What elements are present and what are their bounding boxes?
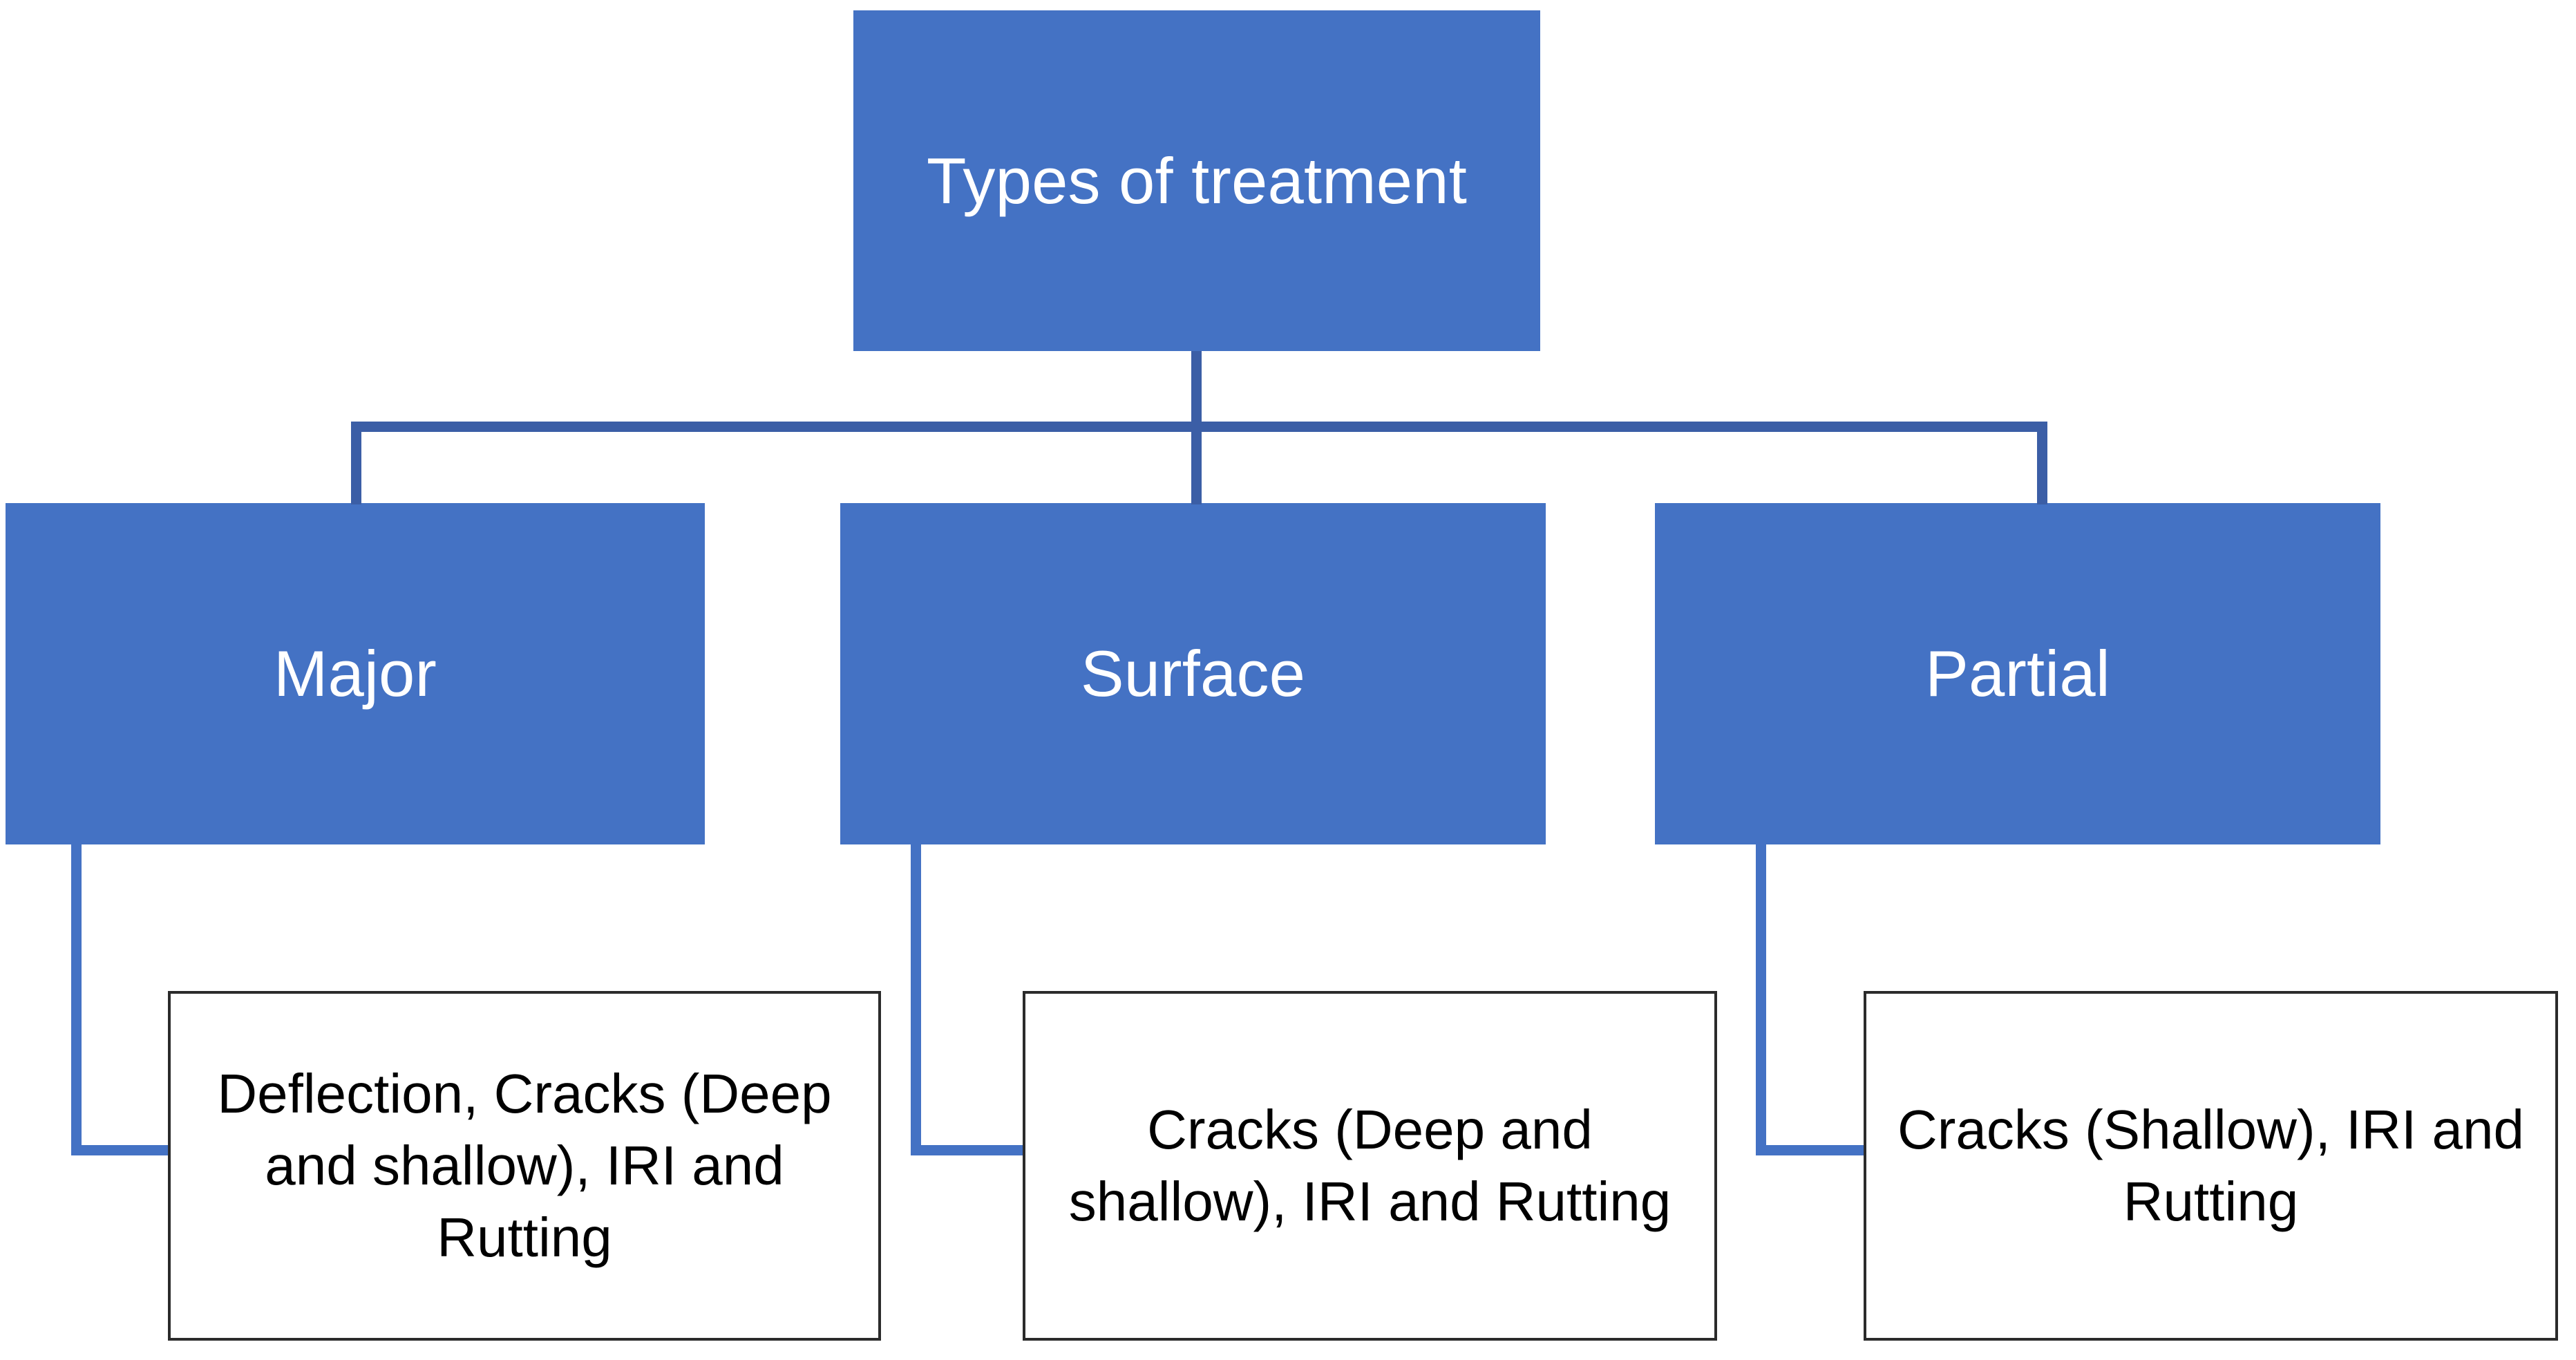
connector-major-to-detail-vertical <box>71 844 82 1155</box>
node-label-partial: Partial <box>1925 637 2110 710</box>
detail-box-major[interactable]: Deflection, Cracks (Deep and shallow), I… <box>168 991 881 1341</box>
detail-box-surface[interactable]: Cracks (Deep and shallow), IRI and Rutti… <box>1023 991 1717 1341</box>
node-label-major: Major <box>273 637 437 710</box>
connector-partial-to-detail-vertical <box>1756 844 1766 1155</box>
connector-surface-to-detail-vertical <box>911 844 921 1155</box>
node-label-surface: Surface <box>1080 637 1306 710</box>
node-types-of-treatment[interactable]: Types of treatment <box>853 10 1540 351</box>
detail-text-surface: Cracks (Deep and shallow), IRI and Rutti… <box>1068 1099 1671 1232</box>
detail-box-partial[interactable]: Cracks (Shallow), IRI and Rutting <box>1864 991 2558 1341</box>
connector-partial-to-detail-horizontal <box>1756 1145 1870 1155</box>
connector-drop-major <box>351 422 361 504</box>
connector-drop-partial <box>2037 422 2047 504</box>
connector-drop-surface <box>1191 422 1202 504</box>
node-major[interactable]: Major <box>6 503 705 844</box>
detail-text-major: Deflection, Cracks (Deep and shallow), I… <box>217 1063 832 1268</box>
connector-major-to-detail-horizontal <box>71 1145 175 1155</box>
node-surface[interactable]: Surface <box>840 503 1546 844</box>
connector-root-trunk <box>1191 351 1202 431</box>
node-partial[interactable]: Partial <box>1655 503 2380 844</box>
node-label-root: Types of treatment <box>926 144 1468 217</box>
detail-text-partial: Cracks (Shallow), IRI and Rutting <box>1897 1099 2524 1232</box>
connector-surface-to-detail-horizontal <box>911 1145 1028 1155</box>
